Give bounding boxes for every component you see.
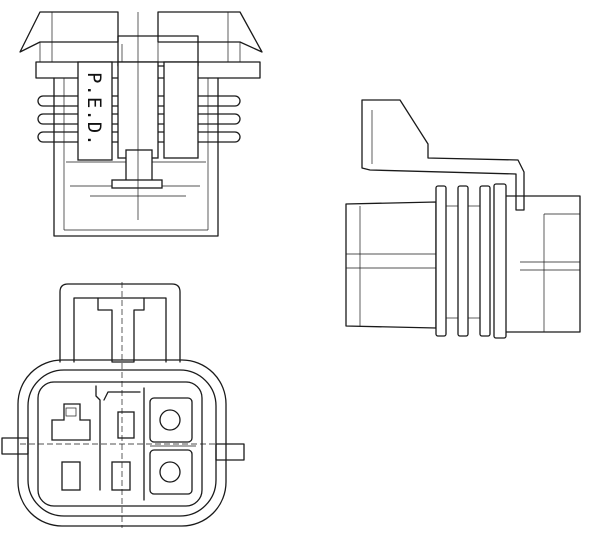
side-flange xyxy=(493,183,507,339)
side-latch-arm xyxy=(361,99,525,211)
side-seal-2 xyxy=(457,185,469,337)
top-left-cap xyxy=(19,11,119,53)
top-latch-right xyxy=(163,61,199,159)
terminal-cavity-1 xyxy=(51,403,91,441)
front-latch-hood xyxy=(59,283,181,363)
front-right-ear xyxy=(215,443,245,461)
terminal-cavity-5 xyxy=(149,397,193,443)
side-seal-1 xyxy=(435,185,447,337)
terminal-cavity-4 xyxy=(111,461,131,491)
front-left-ear xyxy=(1,437,29,455)
terminal-cavity-6 xyxy=(149,449,193,495)
cavity-post-2 xyxy=(159,461,181,483)
front-divider-left xyxy=(95,385,141,491)
front-latch-slot xyxy=(97,297,145,363)
side-seal-3 xyxy=(479,185,491,337)
side-front-nose xyxy=(345,201,437,329)
top-right-cap xyxy=(157,11,263,53)
label-text: P.E.D. xyxy=(83,72,105,147)
top-latch-base xyxy=(111,179,163,189)
side-rear-body xyxy=(499,195,581,333)
cavity-post-1 xyxy=(159,409,181,431)
front-view xyxy=(1,282,245,528)
label-plate xyxy=(77,61,113,161)
side-view xyxy=(345,99,581,339)
top-view: P.E.D. xyxy=(19,11,263,237)
front-latch-hood-inner xyxy=(73,297,167,363)
terminal-cavity-2 xyxy=(117,411,135,439)
top-body xyxy=(53,77,219,237)
terminal-cavity-3 xyxy=(61,461,81,491)
